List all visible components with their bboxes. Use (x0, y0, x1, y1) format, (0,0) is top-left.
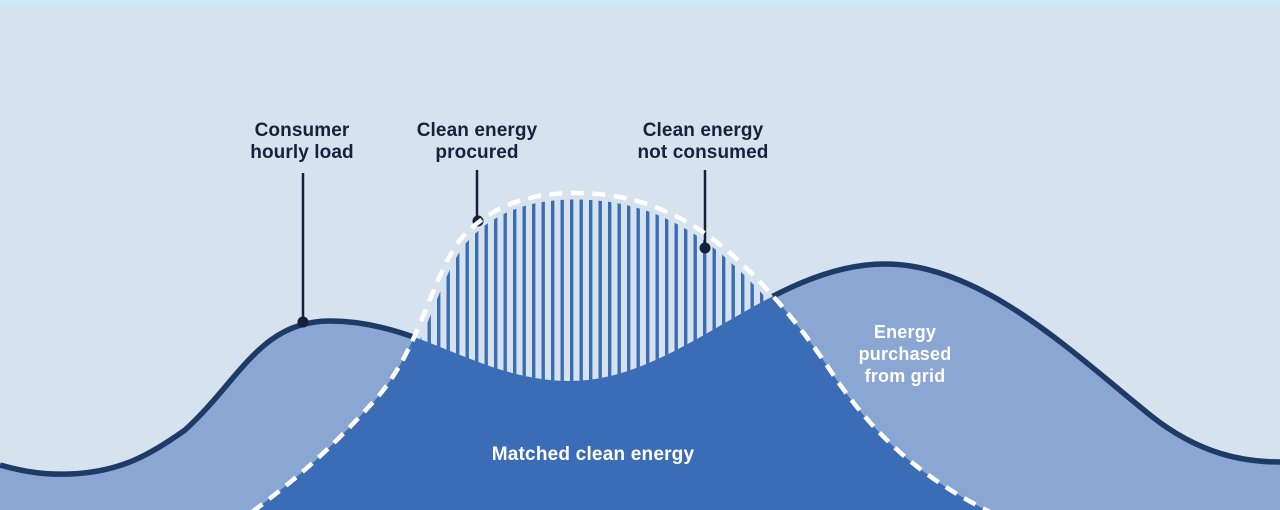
page-top-strip (0, 0, 1280, 6)
not-consumed-pointer-dot (699, 242, 711, 254)
consumer-hourly-load-label: Consumer hourly load (250, 120, 354, 163)
matched-clean-energy-label: Matched clean energy (491, 444, 695, 465)
clean-energy-procured-label: Clean energy procured (416, 120, 538, 163)
energy-purchased-from-grid-label: Energy purchased from grid (858, 322, 952, 386)
consumer-load-pointer-dot (297, 316, 309, 328)
clean-energy-not-consumed-label: Clean energy not consumed (637, 120, 769, 163)
